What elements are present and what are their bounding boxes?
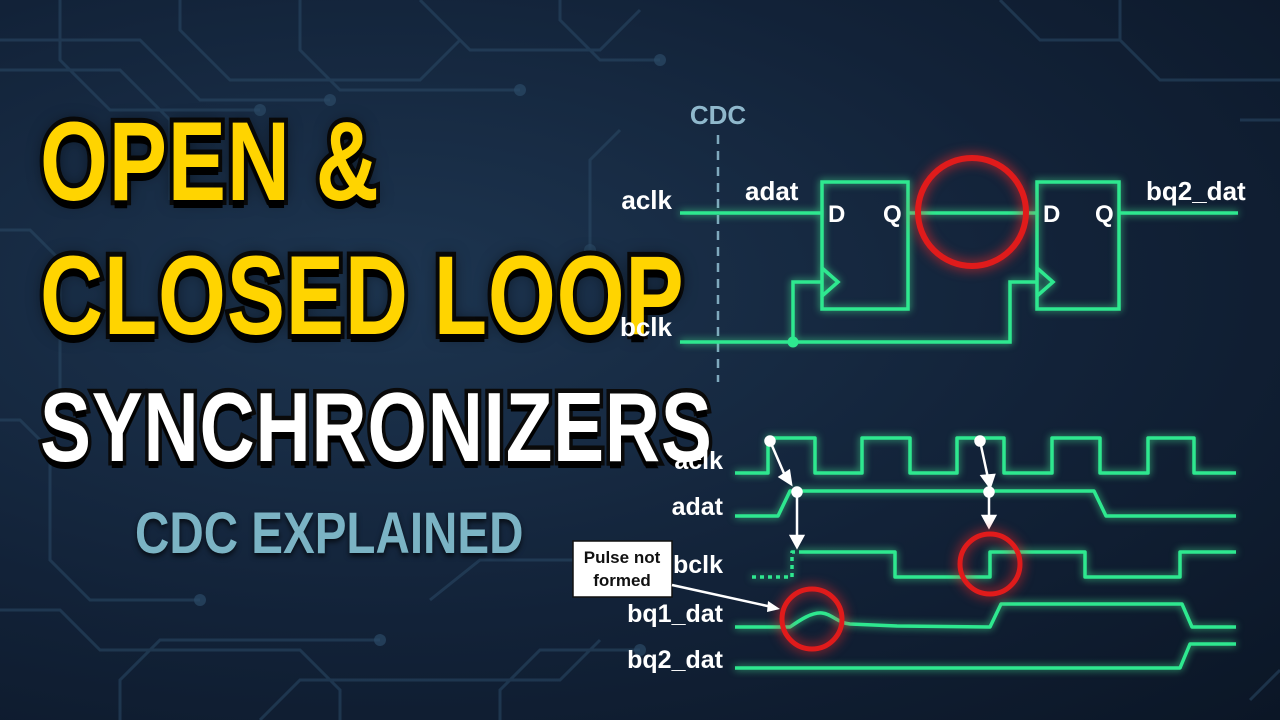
arrowhead-3 xyxy=(979,473,996,490)
bclk-branch-ff1 xyxy=(791,280,822,342)
callout-line-1: Pulse not xyxy=(584,548,661,567)
bclk-junction-dot xyxy=(787,336,799,348)
adat-waveform xyxy=(735,489,1236,518)
bclk-wire xyxy=(680,280,1037,344)
timing-adat-label: adat xyxy=(672,493,724,521)
arrowhead-2 xyxy=(788,534,806,550)
subtitle: CDC EXPLAINED xyxy=(135,501,524,566)
ff2-q-label: Q xyxy=(1095,201,1114,228)
callout-arrowhead xyxy=(767,601,780,612)
flip-flop-1 xyxy=(820,180,910,311)
arrowhead-4 xyxy=(980,514,998,530)
ff2-clock-triangle xyxy=(1035,266,1056,298)
aclk-to-adat-arrow-1 xyxy=(768,440,788,479)
ff2-d-label: D xyxy=(1043,201,1060,228)
ff1-clock-triangle xyxy=(820,266,841,298)
bclk-waveform-dotted xyxy=(752,550,800,579)
timing-diagram: Pulse not formed aclk adat bclk bq1_dat … xyxy=(572,435,1236,674)
title-line-1: OPEN & xyxy=(36,99,383,224)
title-line-2: CLOSED LOOP xyxy=(36,233,687,358)
aclk-label: aclk xyxy=(621,185,672,215)
metastability-highlight-circle xyxy=(915,155,1029,269)
timing-bq1-dat-label: bq1_dat xyxy=(627,600,724,628)
flip-flop-2 xyxy=(1035,180,1121,311)
callout-box xyxy=(572,540,673,598)
bclk-waveform xyxy=(800,550,1236,579)
title-line-3: SYNCHRONIZERS xyxy=(36,372,715,482)
aclk-to-adat-arrow-2 xyxy=(978,440,990,479)
cdc-boundary-label: CDC xyxy=(690,100,747,130)
bclk-label: bclk xyxy=(620,312,673,342)
pulse-not-formed-circle xyxy=(779,586,845,652)
callout-line-2: formed xyxy=(593,571,651,590)
arrowhead-1 xyxy=(777,468,793,487)
synchronizer-schematic: CDC aclk adat bclk D Q D Q bq2_dat xyxy=(620,100,1246,382)
callout-arrow xyxy=(671,583,773,609)
timing-bq2-dat-label: bq2_dat xyxy=(627,646,724,674)
timing-bclk-label: bclk xyxy=(673,551,723,579)
ff1-q-label: Q xyxy=(883,201,902,228)
adat-label: adat xyxy=(745,176,799,206)
bq1-dat-waveform xyxy=(735,602,1236,629)
timing-aclk-label: aclk xyxy=(674,447,723,475)
bclk-edge-highlight-circle xyxy=(957,531,1023,597)
bq2-dat-output-label: bq2_dat xyxy=(1146,176,1246,206)
ff1-d-label: D xyxy=(828,201,845,228)
bq2-dat-waveform xyxy=(735,642,1236,670)
